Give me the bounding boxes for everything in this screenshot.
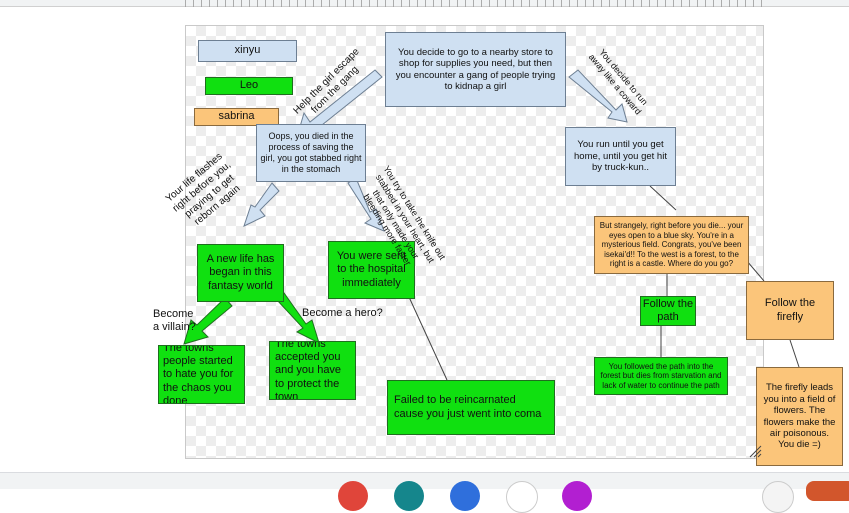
node-follow-firefly-text: Follow the firefly (764, 297, 816, 323)
edge-label-hero: Become a hero? (302, 307, 383, 319)
taskbar-orange-button[interactable] (806, 481, 849, 501)
legend-xinyu-label: xinyu (234, 44, 261, 57)
node-hero-result-text: The towns accepted you and you have to p… (275, 341, 342, 400)
legend-sabrina-label: sabrina (218, 110, 255, 123)
node-isekai[interactable]: But strangely, right before you die... y… (594, 216, 749, 274)
taskbar-white-icon[interactable] (506, 481, 538, 513)
node-run-home-text: You run until you get home, until you ge… (574, 139, 667, 174)
node-died-saving-text: Oops, you died in the process of saving … (260, 131, 362, 174)
node-path-result-text: You followed the path into the forest bu… (600, 361, 722, 390)
node-villain-result-text: The towns people started to hate you for… (163, 345, 234, 404)
node-follow-firefly[interactable]: Follow the firefly (746, 281, 834, 340)
node-died-saving[interactable]: Oops, you died in the process of saving … (256, 124, 366, 182)
node-hospital-text: You were sent to the hospital immediatel… (336, 250, 407, 289)
taskbar-teal-icon[interactable] (394, 481, 424, 511)
legend-leo: Leo (205, 77, 293, 95)
node-start-text: You decide to go to a nearby store to sh… (395, 46, 556, 92)
ruler (185, 0, 763, 7)
legend-sabrina: sabrina (194, 108, 279, 126)
line-firefly-to-result (789, 339, 800, 368)
taskbar-blue-icon[interactable] (450, 481, 480, 511)
node-new-life[interactable]: A new life has began in this fantasy wor… (197, 244, 284, 302)
node-hero-result[interactable]: The towns accepted you and you have to p… (269, 341, 356, 400)
node-start[interactable]: You decide to go to a nearby store to sh… (385, 32, 566, 107)
node-firefly-result[interactable]: The firefly leads you into a field of fl… (756, 367, 843, 466)
node-new-life-text: A new life has began in this fantasy wor… (206, 253, 275, 292)
node-path-result[interactable]: You followed the path into the forest bu… (594, 357, 728, 395)
node-hospital[interactable]: You were sent to the hospital immediatel… (328, 241, 415, 299)
taskbar-red-icon[interactable] (338, 481, 368, 511)
taskbar-purple-icon[interactable] (562, 481, 592, 511)
bottom-taskbar (0, 472, 849, 489)
legend-xinyu: xinyu (198, 40, 297, 62)
node-follow-path[interactable]: Follow the path (640, 296, 696, 326)
node-villain-result[interactable]: The towns people started to hate you for… (158, 345, 245, 404)
node-run-home[interactable]: You run until you get home, until you ge… (565, 127, 676, 186)
node-coma[interactable]: Failed to be reincarnated cause you just… (387, 380, 555, 435)
legend-leo-label: Leo (239, 79, 259, 92)
node-isekai-text: But strangely, right before you die... y… (599, 221, 744, 269)
edge-label-villain: Become a villain? (153, 308, 196, 334)
taskbar-gray-icon[interactable] (762, 481, 794, 513)
node-follow-path-text: Follow the path (642, 297, 694, 323)
node-firefly-result-text: The firefly leads you into a field of fl… (763, 382, 836, 451)
resize-handle-icon[interactable] (748, 444, 762, 458)
node-coma-text: Failed to be reincarnated cause you just… (394, 394, 542, 420)
